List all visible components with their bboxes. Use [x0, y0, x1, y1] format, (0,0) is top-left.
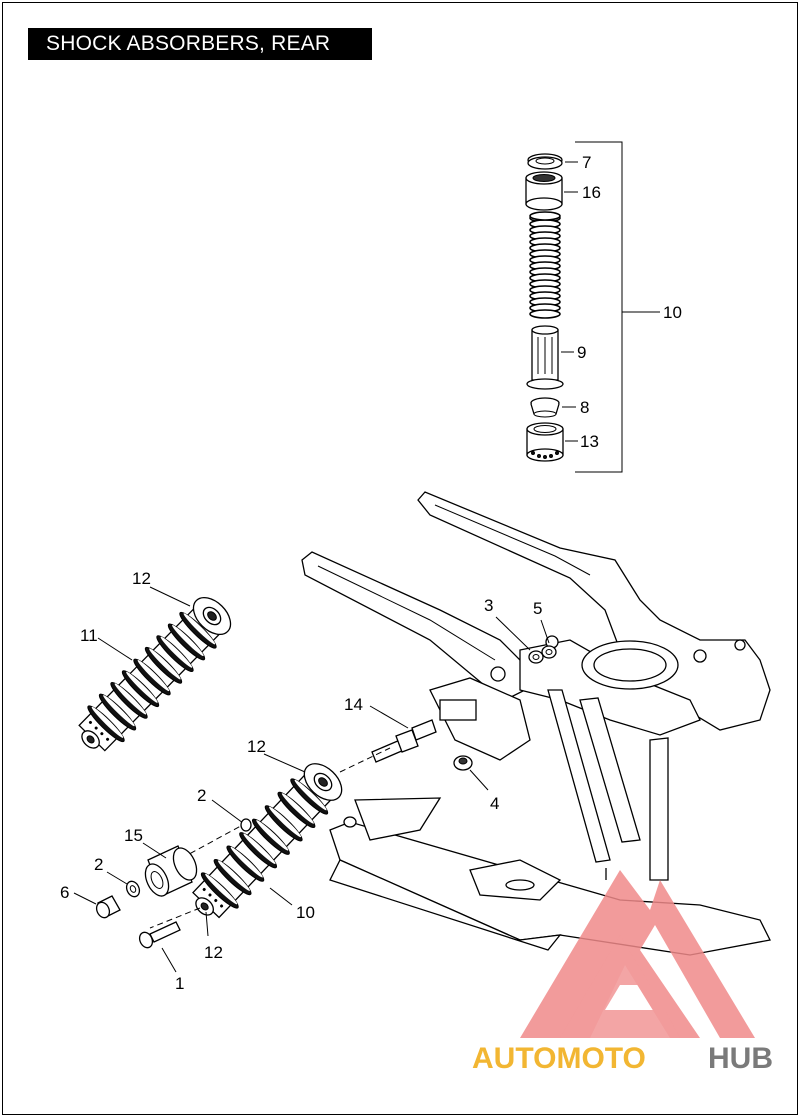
callout-7: 7 — [582, 153, 591, 172]
callout-2-upper: 2 — [197, 786, 206, 805]
washer-part-2 — [125, 880, 141, 898]
bolt-part — [138, 921, 181, 949]
dust-tube-part — [526, 325, 564, 390]
callout-12-mid: 12 — [247, 737, 266, 756]
callout-9: 9 — [577, 343, 586, 362]
bushing-part — [144, 845, 198, 897]
spring-seat-part — [530, 397, 560, 418]
washer-part-5 — [541, 645, 557, 659]
callout-10-lower: 10 — [296, 903, 315, 922]
callout-1: 1 — [175, 974, 184, 993]
shock-absorber-part-11 — [78, 596, 232, 752]
watermark-logo — [520, 868, 755, 1038]
cap-nut-part — [95, 895, 121, 919]
mounting-stud-part — [371, 719, 437, 763]
spring-cap-part — [525, 171, 563, 211]
callout-6: 6 — [60, 883, 69, 902]
washer-part-2-upper — [240, 818, 252, 832]
callout-12-top: 12 — [132, 569, 151, 588]
watermark-brand-part1: AUTOMOTO — [472, 1042, 646, 1075]
callout-15: 15 — [124, 826, 143, 845]
swingarm-frame-illustration — [301, 491, 771, 956]
locknut-part — [453, 755, 473, 771]
exploded-shock-assembly — [525, 141, 660, 473]
shock-absorber-part-10 — [192, 763, 343, 919]
watermark-brand-part2: HUB — [708, 1042, 773, 1075]
callout-13: 13 — [580, 432, 599, 451]
callout-12-lower: 12 — [204, 943, 223, 962]
callout-8: 8 — [580, 398, 589, 417]
washer-part-3 — [528, 650, 544, 664]
callout-16: 16 — [582, 183, 601, 202]
callout-14: 14 — [344, 695, 363, 714]
page-title: SHOCK ABSORBERS, REAR — [28, 28, 372, 60]
callout-5: 5 — [533, 599, 542, 618]
callout-10-exploded: 10 — [663, 303, 682, 322]
adjuster-ring-part — [526, 422, 564, 462]
callout-4: 4 — [490, 794, 499, 813]
retaining-ring-part — [527, 153, 563, 170]
callout-3: 3 — [484, 596, 493, 615]
coil-spring-part — [529, 211, 561, 319]
callout-2-lower: 2 — [94, 855, 103, 874]
callout-11: 11 — [80, 626, 98, 645]
